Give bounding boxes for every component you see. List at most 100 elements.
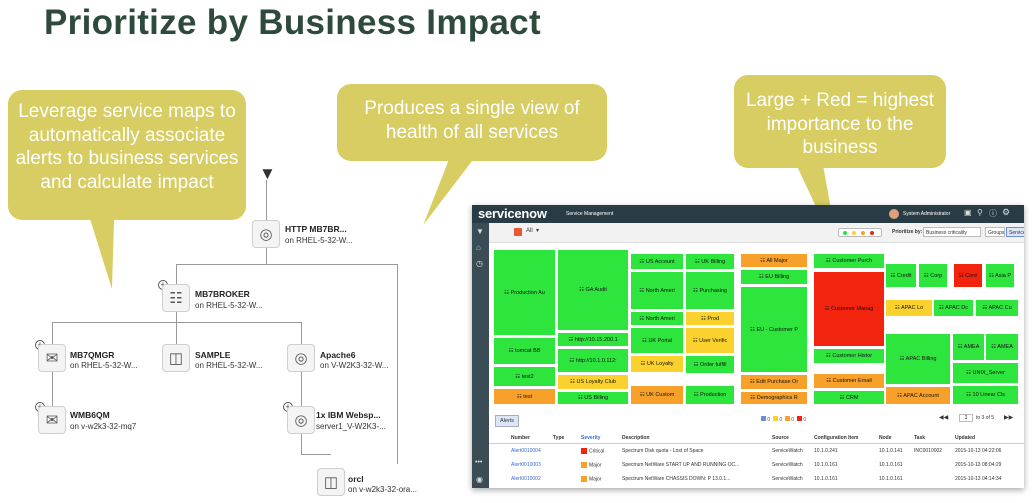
service-tile[interactable]: ☷ APAC Account (885, 386, 951, 405)
filter-icon[interactable]: ▼ (476, 227, 484, 236)
service-tile[interactable]: ☷ APAC Billing (885, 333, 951, 385)
service-tile[interactable]: ☷ Customer Manag (813, 271, 885, 347)
service-tile[interactable]: ☷ UNIX_Server (952, 362, 1019, 384)
chevron-down-icon[interactable]: ▾ (536, 228, 540, 234)
service-tile[interactable]: ☷ Purchasing (685, 271, 735, 310)
filter-select[interactable]: All (526, 228, 533, 234)
queue-manager-icon[interactable]: ✉ (38, 406, 66, 434)
node-name[interactable]: WMB6QM (70, 410, 110, 420)
column-header[interactable]: Type (553, 435, 565, 441)
column-header[interactable]: Updated (955, 435, 975, 441)
groups-button[interactable]: Groups (985, 227, 1005, 237)
search-icon[interactable]: ⚲ (977, 208, 983, 217)
prioritize-select[interactable]: Business criticality (923, 227, 981, 237)
service-tile[interactable]: ☷ Order fulfill (685, 355, 735, 374)
service-tile[interactable]: ☷ AMEA (952, 333, 985, 361)
column-header[interactable]: Severity (581, 435, 601, 441)
service-tile[interactable]: ☷ Production Au (493, 249, 556, 336)
service-tile[interactable]: ☷ UK Custom (630, 385, 684, 405)
cell-ci[interactable]: 10.1.0.161 (814, 462, 838, 468)
history-icon[interactable]: ◷ (476, 259, 483, 268)
node-name[interactable]: MB7BROKER (195, 289, 250, 299)
cell-ci[interactable]: 10.1.0.161 (814, 476, 838, 482)
column-header[interactable]: Node (879, 435, 892, 441)
service-tile[interactable]: ☷ Edit Purchase Or (740, 374, 808, 390)
service-tile[interactable]: ☷ Core (953, 263, 983, 288)
service-tile[interactable]: ☷ test2 (493, 366, 556, 387)
node-name[interactable]: HTTP MB7BR... (285, 224, 347, 234)
service-tile[interactable]: ☷ AMEA (985, 333, 1019, 361)
service-tile[interactable]: ☷ Corp (918, 263, 948, 288)
table-row[interactable]: Alert0010004 Critical Spectrum Disk quot… (489, 445, 1024, 457)
service-tile[interactable]: ☷ APAC Dc (933, 299, 974, 317)
chat-icon[interactable]: ▣ (964, 208, 972, 217)
cell-number[interactable]: Alert0010004 (511, 448, 541, 454)
service-tile[interactable]: ☷ UK Loyalty (630, 355, 684, 373)
cell-number[interactable]: Alert0010003 (511, 462, 541, 468)
column-header[interactable]: Source (772, 435, 789, 441)
pager-first-icon[interactable]: ◀◀ (939, 415, 949, 421)
service-tile[interactable]: ☷ EU Billing (740, 269, 808, 285)
service-tile[interactable]: ☷ Customer Histor (813, 348, 885, 364)
service-tile[interactable]: ☷ UK Billing (685, 253, 735, 270)
service-tile[interactable]: ☷ 10 Linear Cls (952, 385, 1019, 405)
services-button[interactable]: Services (1006, 227, 1024, 237)
service-tile[interactable]: ☷ APAC Lo (885, 299, 933, 317)
user-menu[interactable]: System Administrator (903, 211, 951, 217)
service-tile[interactable]: ☷ tomcat BB (493, 337, 556, 365)
broker-icon[interactable]: ☷ (162, 284, 190, 312)
service-tile[interactable]: ☷ Customer Email (813, 373, 885, 389)
node-name[interactable]: 1x IBM Websp... (316, 410, 381, 420)
service-tile[interactable]: ☷ Prod (685, 311, 735, 326)
service-tile[interactable]: ☷ Asia P (985, 263, 1015, 288)
gear-icon[interactable]: ⚙ (1002, 207, 1011, 217)
table-row[interactable]: Alert0010002 Major Spectrum NetWare CHAS… (489, 473, 1024, 485)
service-tile[interactable]: ☷ User Verific (685, 327, 735, 354)
node-name[interactable]: orcl (348, 474, 364, 484)
service-tile[interactable]: ☷ Production (685, 385, 735, 405)
column-header[interactable]: Task (914, 435, 926, 441)
service-tile[interactable]: ☷ Credit (885, 263, 917, 288)
service-tile[interactable]: ☷ test (493, 388, 556, 405)
service-tile[interactable]: ☷ APAC Cu (975, 299, 1019, 317)
more-icon[interactable]: ••• (475, 459, 483, 466)
service-tile[interactable]: ☷ GA Audit (557, 249, 629, 331)
service-tile[interactable]: ☷ Customer Purch (813, 253, 885, 269)
queue-manager-icon[interactable]: ✉ (38, 344, 66, 372)
service-tile[interactable]: ☷ US Loyalty Club (557, 374, 629, 390)
node-name[interactable]: Apache6 (320, 350, 356, 360)
calendar-icon[interactable] (514, 228, 522, 236)
service-tile[interactable]: ☷ US Billing (557, 391, 629, 405)
service-tile[interactable]: ☷ US Account (630, 253, 684, 270)
service-tile[interactable]: ☷ North Ameri (630, 311, 684, 326)
service-tile[interactable]: ☷ UK Portal (630, 327, 684, 354)
globe-icon[interactable]: ◎ (287, 344, 315, 372)
service-tile[interactable]: ☷ http://10.15.200.1 (557, 332, 629, 347)
node-name[interactable]: MB7QMGR (70, 350, 115, 360)
service-tile[interactable]: ☷ North Ameri (630, 271, 684, 310)
service-tile[interactable]: ☷ CRM (813, 390, 885, 405)
database-icon[interactable]: ◫ (317, 468, 345, 496)
help-icon[interactable]: ⓘ (989, 209, 997, 218)
service-tile[interactable]: ☷ EU - Customer P (740, 286, 808, 373)
service-tile[interactable]: ☷ All Major (740, 253, 808, 268)
cell-task[interactable]: INC0010002 (914, 448, 943, 454)
column-header[interactable]: Number (511, 435, 530, 441)
cell-number[interactable]: Alert0010002 (511, 476, 541, 482)
brand-logo[interactable]: servicenow (478, 206, 547, 221)
avatar[interactable] (889, 209, 899, 219)
globe-icon[interactable]: ◎ (287, 406, 315, 434)
home-icon[interactable]: ⌂ (476, 243, 481, 252)
pager-next-icon[interactable]: ▶▶ (1004, 415, 1014, 421)
cell-ci[interactable]: 10.1.0.241 (814, 448, 838, 454)
service-tile[interactable]: ☷ Demographics R (740, 391, 808, 405)
column-header[interactable]: Configuration Item (814, 435, 859, 441)
database-icon[interactable]: ◫ (162, 344, 190, 372)
globe-icon[interactable]: ◎ (252, 220, 280, 248)
node-name[interactable]: SAMPLE (195, 350, 231, 360)
alerts-tab[interactable]: Alerts (495, 415, 520, 427)
table-row[interactable]: Alert0010003 Major Spectrum NetWare STAR… (489, 459, 1024, 471)
column-header[interactable]: Description (622, 435, 650, 441)
logout-icon[interactable]: ◉ (476, 475, 483, 484)
pager-input[interactable]: 1 (959, 414, 973, 422)
